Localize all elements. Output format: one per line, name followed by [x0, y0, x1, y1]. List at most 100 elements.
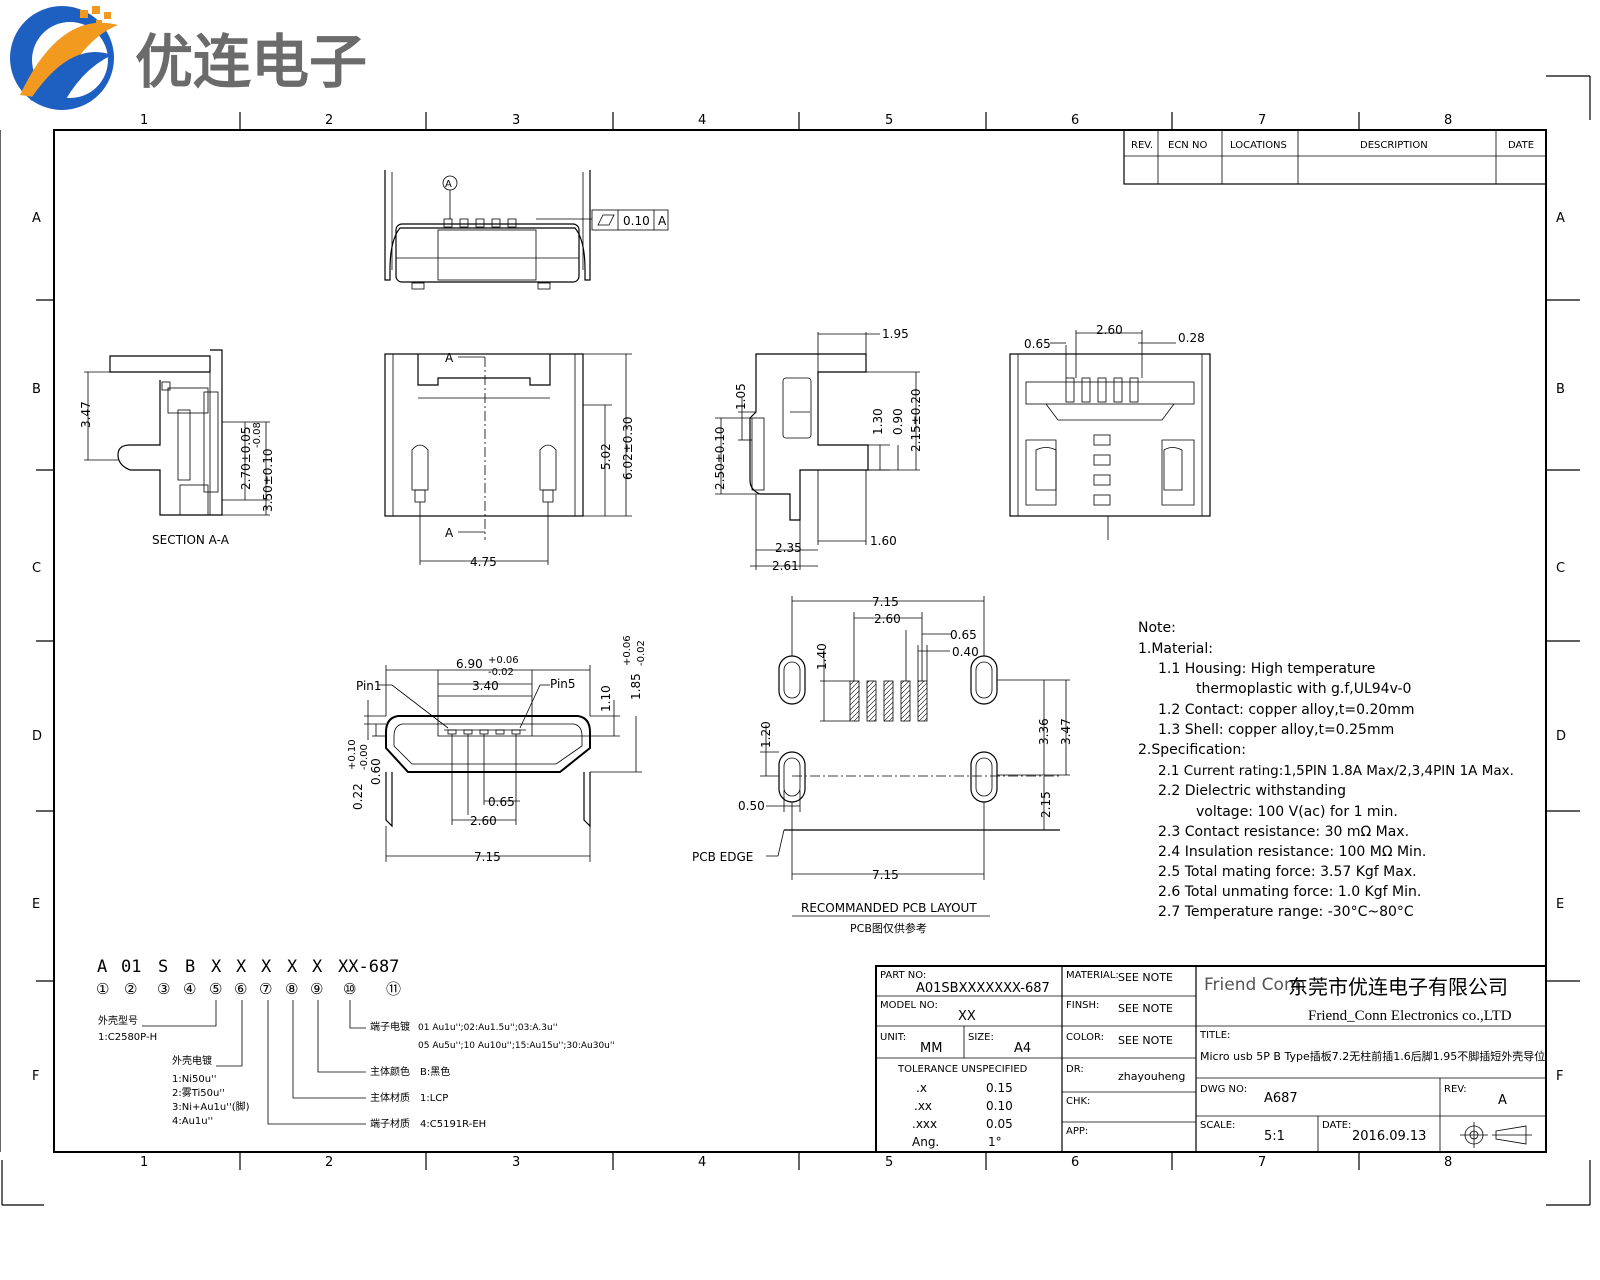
code-char: B: [185, 957, 195, 977]
code-char: S: [158, 957, 168, 977]
row-labels: A B C D E F A B C D E F: [32, 211, 1566, 1084]
note-line: 1.1 Housing: High temperature: [1158, 661, 1375, 677]
code-char: X: [261, 957, 272, 977]
chk-label: CHK:: [1066, 1096, 1090, 1107]
dim-0-40: 0.40: [952, 645, 979, 659]
tol-value: 0.05: [986, 1117, 1013, 1131]
size-value: A4: [1014, 1041, 1031, 1056]
code-char: X: [236, 957, 247, 977]
legend-title: 外壳型号: [98, 1014, 138, 1027]
finish-label: FINSH:: [1066, 1000, 1099, 1011]
legend-value: 2:雾Ti50u'': [172, 1087, 225, 1099]
row-label: F: [1556, 1069, 1563, 1084]
locations-header: LOCATIONS: [1230, 140, 1287, 151]
code-char: X: [312, 957, 323, 977]
scale-value: 5:1: [1264, 1129, 1285, 1144]
col-label: 6: [1071, 113, 1079, 128]
note-line: 2.7 Temperature range: -30°C~80°C: [1158, 904, 1414, 920]
code-circle: ②: [124, 980, 137, 998]
row-label: A: [1556, 211, 1565, 226]
tol-key: .x: [916, 1081, 927, 1095]
row-label: C: [32, 561, 41, 576]
section-label: SECTION A-A: [152, 533, 230, 547]
row-label: A: [32, 211, 41, 226]
dim-1-85: 1.85: [629, 673, 643, 700]
code-circle: ⑪: [386, 980, 401, 998]
code-circle: ⑨: [310, 980, 323, 998]
code-char: A: [97, 957, 107, 977]
col-label: 4: [698, 1155, 706, 1170]
dim-0-28: 0.28: [1178, 331, 1205, 345]
dim-2-70: 2.70±0.05: [239, 427, 253, 491]
note-line: 2.5 Total mating force: 3.57 Kgf Max.: [1158, 864, 1417, 880]
row-label: E: [32, 897, 40, 912]
material-value: SEE NOTE: [1118, 971, 1173, 984]
dim-0-22: 0.22: [351, 783, 365, 810]
revision-table: REV. ECN NO LOCATIONS DESCRIPTION DATE: [1123, 129, 1547, 185]
note-line: 1.Material:: [1138, 641, 1213, 657]
rev-header: REV.: [1131, 140, 1153, 151]
side-view: 1.95 1.05 2.50±0.10 1.30 0.90 2.15±0.20 …: [713, 327, 923, 573]
col-label: 2: [325, 1155, 333, 1170]
legend-value: 1:C2580P-H: [98, 1032, 157, 1043]
dim-plus-0-06: +0.06: [622, 635, 633, 666]
dim-3-36: 3.36: [1037, 718, 1051, 745]
code-char: X: [287, 957, 298, 977]
dim-minus-0-02: -0.02: [488, 667, 514, 678]
date-header: DATE: [1508, 140, 1534, 151]
dim-0-50: 0.50: [738, 799, 765, 813]
part-no-label: PART NO:: [880, 970, 926, 981]
code-circle: ⑤: [209, 980, 222, 998]
title-value: Micro usb 5P B Type插板7.2无柱前插1.6后脚1.95不脚插…: [1200, 1049, 1545, 1063]
dim-6-90: 6.90: [456, 657, 483, 671]
legend-value: 4:C5191R-EH: [420, 1119, 486, 1130]
company-mark: Friend Conn: [1204, 975, 1306, 995]
tol-key: Ang.: [912, 1135, 939, 1149]
col-label: 7: [1258, 1155, 1266, 1170]
row-label: C: [1556, 561, 1565, 576]
dim-1-20: 1.20: [759, 721, 773, 748]
tol-key: .xx: [914, 1099, 932, 1113]
flatness-ref: A: [658, 214, 667, 228]
size-label: SIZE:: [968, 1032, 994, 1043]
dim-7-15: 7.15: [474, 850, 501, 864]
company-logo: 优连电子: [10, 6, 367, 110]
dim-2-60: 2.60: [470, 814, 497, 828]
pin1-label: Pin1: [356, 679, 382, 693]
dim-1-40: 1.40: [815, 643, 829, 670]
legend-title: 主体材质: [370, 1091, 410, 1104]
pin5-label: Pin5: [550, 677, 576, 691]
legend-title: 外壳电镀: [172, 1054, 212, 1067]
col-label: 2: [325, 113, 333, 128]
company-en: Friend_Conn Electronics co.,LTD: [1308, 1008, 1512, 1024]
dim-3-47: 3.47: [1059, 718, 1073, 745]
ecn-header: ECN NO: [1168, 140, 1207, 151]
pcb-layout-subtitle: PCB图仅供参考: [850, 921, 927, 935]
section-mark: A: [445, 351, 454, 365]
col-label: 7: [1258, 113, 1266, 128]
dim-0-60: 0.60: [369, 758, 383, 785]
legend-value: 05 Au5u'';10 Au10u'';15:Au15u'';30:Au30u…: [418, 1041, 615, 1051]
tolerance-title: TOLERANCE UNSPECIFIED: [897, 1064, 1028, 1075]
dim-4-75: 4.75: [470, 555, 497, 569]
legend-title: 主体颜色: [370, 1065, 410, 1078]
dim-2-35: 2.35: [775, 541, 802, 555]
dim-2-15: 2.15: [1039, 791, 1053, 818]
legend-value: 01 Au1u'';02:Au1.5u'';03:A.3u'': [418, 1023, 558, 1033]
code-char: X: [211, 957, 222, 977]
col-label: 1: [140, 113, 148, 128]
note-line: 1.2 Contact: copper alloy,t=0.20mm: [1158, 702, 1415, 718]
dim-2-61: 2.61: [772, 559, 799, 573]
tol-value: 0.10: [986, 1099, 1013, 1113]
col-label: 4: [698, 113, 706, 128]
col-label: 3: [512, 113, 520, 128]
code-circle: ④: [183, 980, 196, 998]
dim-2-50: 2.50±0.10: [713, 427, 727, 491]
dim-7-15: 7.15: [872, 595, 899, 609]
dim-0-65: 0.65: [1024, 337, 1051, 351]
material-label: MATERIAL:: [1066, 970, 1119, 981]
part-code: A 01 S B X X X X X XX-687 ① ② ③ ④ ⑤ ⑥ ⑦ …: [96, 957, 615, 1130]
dim-plus-0-10: +0.10: [347, 739, 358, 770]
row-label: B: [32, 382, 41, 397]
dim-2-15: 2.15±0.20: [909, 389, 923, 453]
